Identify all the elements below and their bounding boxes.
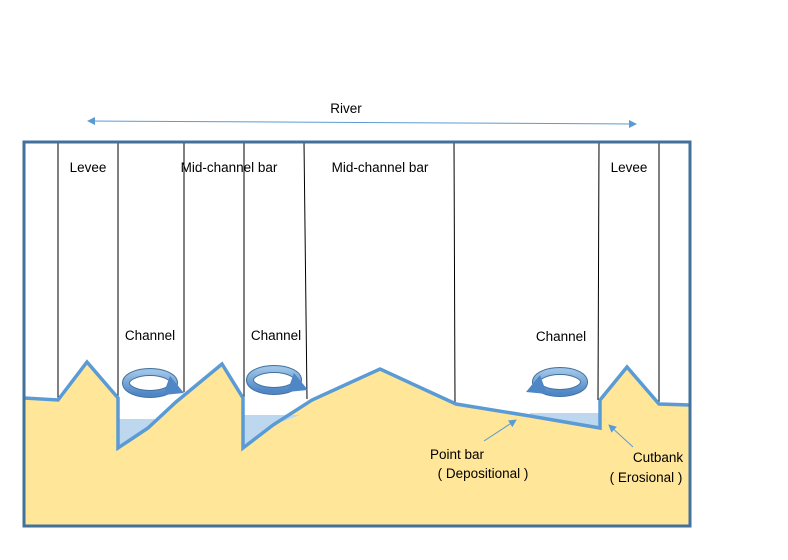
label-channel-3: Channel (536, 329, 586, 344)
river-span-arrow (87, 117, 637, 128)
channel-2-flow-icon (246, 365, 308, 395)
label-channel-2: Channel (251, 328, 301, 343)
label-mid-channel-bar-1: Mid-channel bar (181, 160, 278, 175)
label-levee-left: Levee (70, 160, 107, 175)
channel-2-water (243, 415, 300, 448)
label-point-bar-depositional: ( Depositional ) (438, 466, 529, 481)
divider-lines (57, 141, 660, 405)
river-title: River (330, 101, 362, 116)
cutbank-pointer-arrow (608, 424, 634, 448)
label-cutbank: Cutbank (633, 450, 684, 465)
channel-3-flow-icon (526, 367, 588, 397)
label-point-bar: Point bar (430, 447, 485, 462)
label-channel-1: Channel (125, 328, 175, 343)
point-bar-pointer-arrow (483, 419, 517, 442)
label-levee-right: Levee (611, 160, 648, 175)
label-cutbank-erosional: ( Erosional ) (610, 470, 683, 485)
ground-fill (24, 362, 690, 526)
label-mid-channel-bar-2: Mid-channel bar (332, 160, 429, 175)
channel-1-flow-icon (122, 368, 184, 398)
diagram-frame (22, 140, 692, 528)
terrain-profile-line (23, 359, 691, 452)
